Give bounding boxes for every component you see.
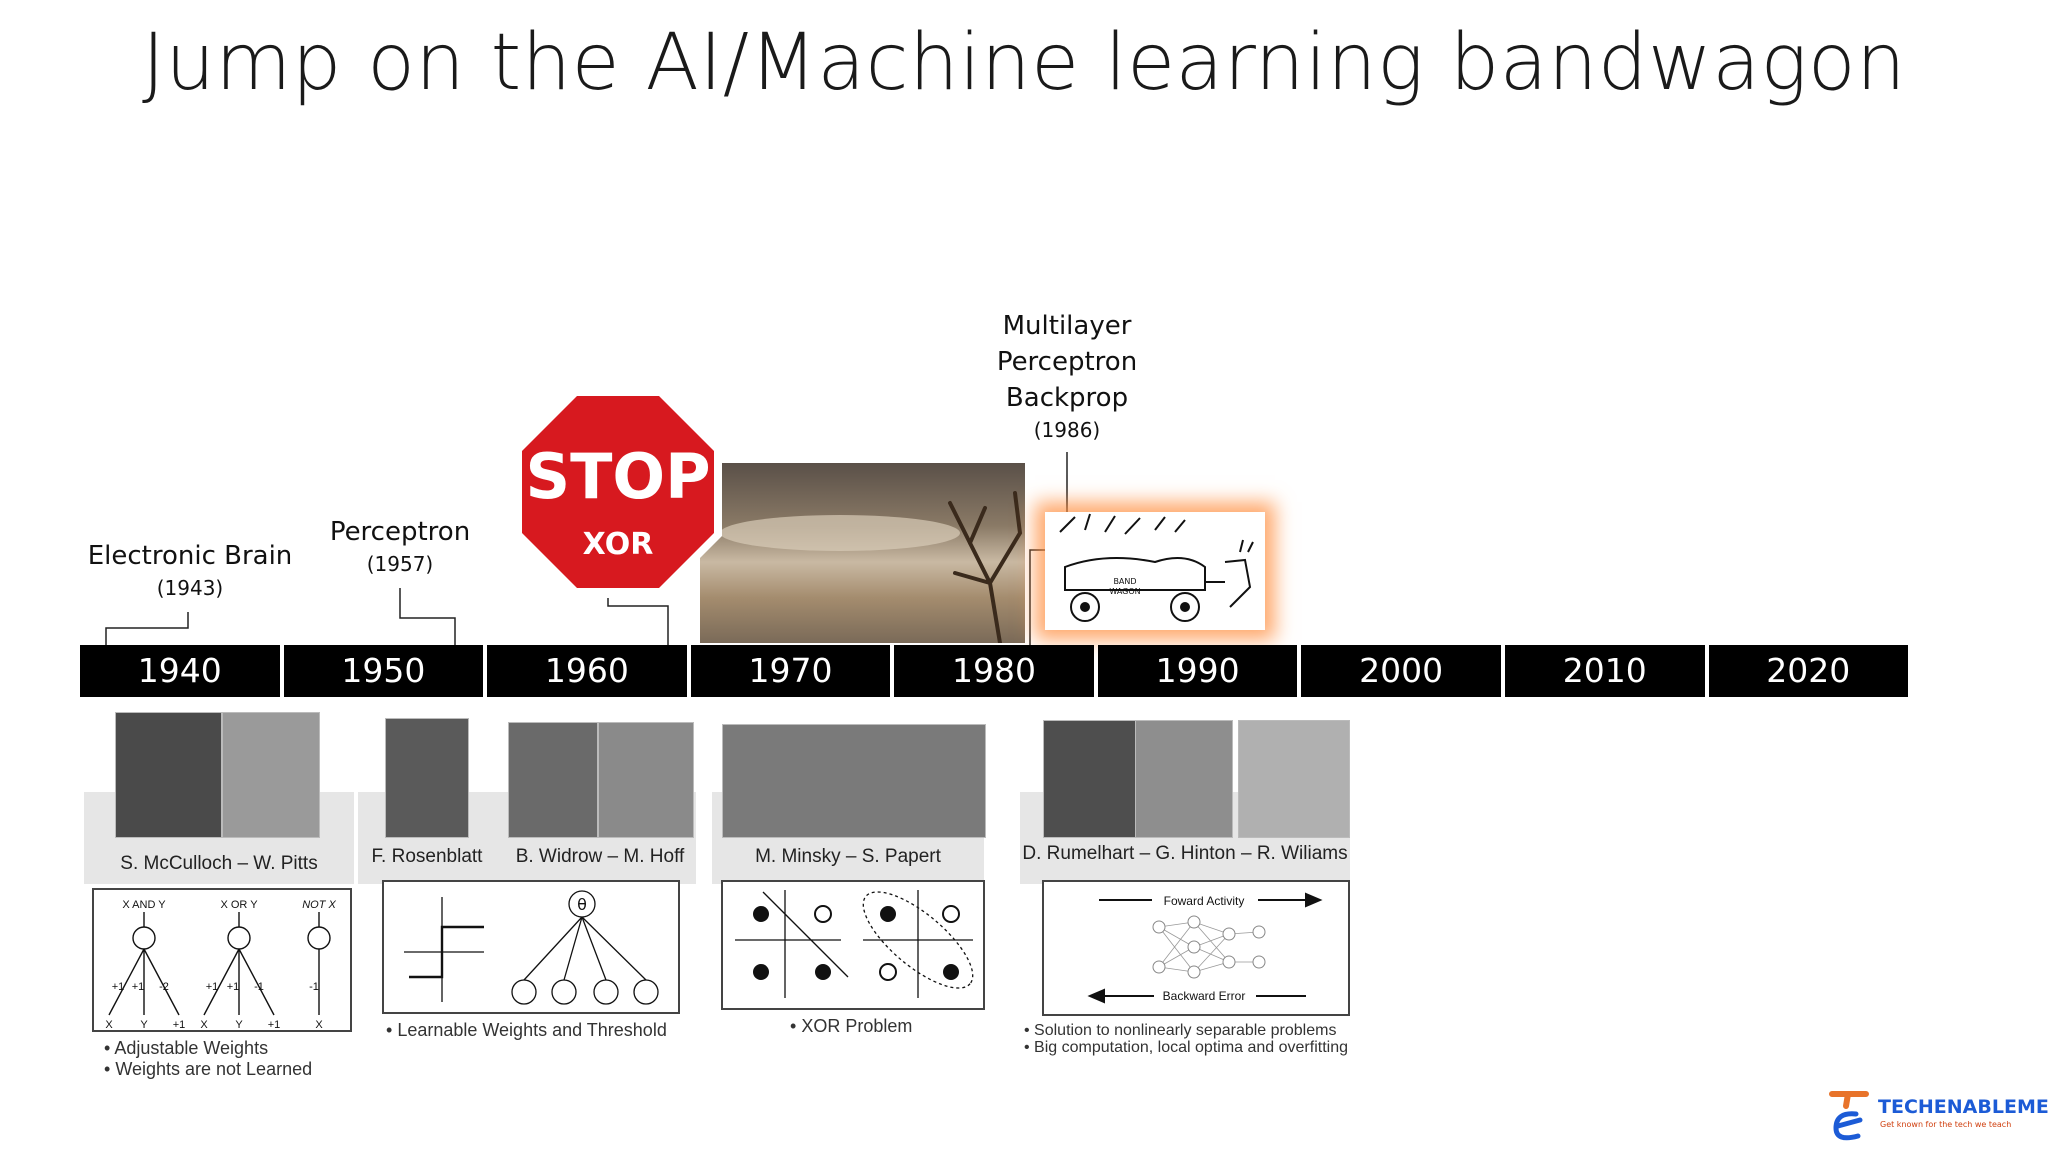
input-label: +1: [173, 1019, 186, 1030]
bandwagon-icon: BAND WAGON: [1059, 513, 1254, 622]
stop-word: STOP: [525, 440, 710, 513]
input-label: Y: [235, 1019, 243, 1030]
gate-label: NOT X: [302, 899, 336, 911]
timeline-decade: 2000: [1301, 645, 1501, 697]
portrait-hoff: [598, 722, 694, 838]
bullet-item: • Solution to nonlinearly separable prob…: [1024, 1022, 1337, 1039]
logo-name: TECHENABLEMENT: [1878, 1096, 2048, 1118]
event-multilayer: Multilayer Perceptron Backprop (1986): [967, 308, 1167, 444]
caption-widrow-hoff: B. Widrow – M. Hoff: [515, 846, 685, 867]
gate-label: X AND Y: [122, 899, 166, 911]
bandwagon-label1: BAND: [1113, 577, 1136, 586]
bullets-mcculloch: • Adjustable Weights • Weights are not L…: [104, 1038, 364, 1080]
timeline-decade: 1990: [1097, 645, 1298, 697]
connector-electronic-brain: [105, 612, 189, 645]
input-label: Y: [140, 1019, 148, 1030]
weight-label: -1: [309, 981, 319, 993]
input-label: X: [315, 1019, 323, 1030]
caption-mcculloch: S. McCulloch – W. Pitts: [120, 853, 318, 874]
forward-label: Foward Activity: [1164, 894, 1245, 908]
timeline-decade: 1960: [487, 645, 687, 697]
techenablement-logo: TECHENABLEMENT Get known for the tech we…: [1826, 1084, 2048, 1144]
bullet-text: Weights are not Learned: [115, 1059, 313, 1079]
bullet-item: • XOR Problem: [790, 1016, 913, 1036]
threshold-logic-diagram: X AND Y X OR Y NOT X +1 +1 -2 +1 +1 -1 -…: [92, 888, 352, 1032]
perceptron-diagram: θ: [382, 880, 680, 1014]
event-line1: Multilayer: [1002, 311, 1132, 341]
bullet-item: • Weights are not Learned: [104, 1059, 313, 1079]
bullets-rosenblatt: • Learnable Weights and Threshold: [386, 1020, 696, 1041]
bullet-text: XOR Problem: [801, 1016, 913, 1036]
bullet-item: • Adjustable Weights: [104, 1038, 269, 1058]
weight-label: +1: [132, 981, 145, 993]
bullet-text: Big computation, local optima and overfi…: [1034, 1039, 1348, 1056]
logo-mark-icon: [1829, 1091, 1869, 1141]
connector-perceptron: [399, 588, 456, 645]
portrait-mcculloch: [115, 712, 222, 838]
bullet-text: Solution to nonlinearly separable proble…: [1034, 1022, 1337, 1039]
input-label: +1: [268, 1019, 281, 1030]
bandwagon-image: BAND WAGON: [1045, 512, 1265, 630]
portrait-hinton: [1135, 720, 1233, 838]
timeline-decade: 1980: [894, 645, 1094, 697]
bullets-minsky: • XOR Problem: [790, 1016, 990, 1037]
event-electronic-brain: Electronic Brain (1943): [80, 538, 300, 602]
timeline-decade: 2020: [1708, 645, 1909, 697]
event-line3: Backprop: [1005, 383, 1129, 413]
timeline-decade: 1940: [80, 645, 280, 697]
caption-rumelhart: D. Rumelhart – G. Hinton – R. Wiliams: [1022, 843, 1348, 864]
caption-rosenblatt: F. Rosenblatt: [371, 846, 483, 867]
xor-diagram: [721, 880, 985, 1010]
weight-label: +1: [227, 981, 240, 993]
event-year: (1957): [366, 552, 434, 576]
event-year: (1943): [156, 576, 224, 600]
timeline-decade: 2010: [1504, 645, 1705, 697]
gate-label: X OR Y: [220, 899, 258, 911]
input-label: X: [105, 1019, 113, 1030]
event-name: Electronic Brain: [87, 541, 293, 571]
slide-title: Jump on the AI/Machine learning bandwago…: [141, 18, 1907, 108]
theta-label: θ: [577, 895, 587, 914]
portrait-rosenblatt: [385, 718, 469, 838]
event-perceptron: Perceptron (1957): [300, 514, 500, 578]
bullet-item: • Big computation, local optima and over…: [1024, 1039, 1348, 1056]
portrait-pitts: [222, 712, 320, 838]
input-label: X: [200, 1019, 208, 1030]
bullets-rumelhart: • Solution to nonlinearly separable prob…: [1024, 1022, 1364, 1056]
portrait-williams: [1238, 720, 1350, 838]
desert-image: [700, 463, 1025, 645]
weight-label: -1: [254, 981, 264, 993]
portrait-rumelhart: [1043, 720, 1137, 838]
backprop-diagram: Foward Activity Backward Error: [1042, 880, 1350, 1016]
portrait-minsky-papert: [722, 724, 986, 838]
bandwagon-label2: WAGON: [1109, 587, 1140, 596]
dead-tree-icon: [720, 491, 1022, 645]
logo-tagline: Get known for the tech we teach: [1880, 1120, 2012, 1129]
event-line2: Perceptron: [996, 347, 1138, 377]
portrait-widrow: [508, 722, 598, 838]
weight-label: +1: [206, 981, 219, 993]
caption-minsky: M. Minsky – S. Papert: [755, 846, 941, 867]
event-year: (1986): [1033, 418, 1101, 442]
connector-stop: [607, 598, 669, 645]
bullet-item: • Learnable Weights and Threshold: [386, 1020, 667, 1040]
stop-sub: XOR: [583, 527, 654, 562]
timeline-decade: 1950: [283, 645, 484, 697]
weight-label: -2: [159, 981, 169, 993]
bullet-text: Adjustable Weights: [114, 1038, 269, 1058]
weight-label: +1: [112, 981, 125, 993]
connector-bandwagon: [1029, 549, 1045, 645]
bullet-text: Learnable Weights and Threshold: [397, 1020, 667, 1040]
stop-sign-icon: STOP XOR: [514, 388, 722, 596]
backward-label: Backward Error: [1163, 989, 1246, 1003]
timeline-decade: 1970: [690, 645, 891, 697]
event-name: Perceptron: [329, 517, 471, 547]
